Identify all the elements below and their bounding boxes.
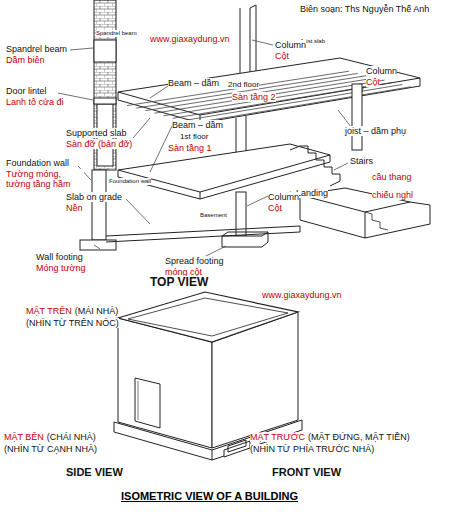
- part-label: Foundation wall: [109, 178, 151, 185]
- part-label: 1st floor: [180, 132, 208, 141]
- part-label: joist – dầm phụ: [345, 126, 406, 136]
- part-label: Basement: [200, 212, 227, 219]
- part-label: (NHÌN TỪ CẠNH NHÀ): [4, 444, 97, 454]
- part-label: Slab on grade: [66, 192, 122, 202]
- part-label: cầu thang: [372, 172, 412, 182]
- part-label: Supported slab: [66, 128, 127, 138]
- part-label: Column: [275, 40, 306, 50]
- joist-line: [127, 71, 349, 105]
- part-label: www.giaxaydung.vn: [150, 34, 230, 44]
- part-label: Tường móng, tường tầng hầm: [6, 169, 84, 190]
- part-label: Column: [366, 66, 397, 76]
- part-label: Wall footing: [36, 252, 83, 262]
- part-label: Beam – dầm: [172, 120, 223, 130]
- part-label: (NHÌN TỪ PHÍA TRƯỚC NHÀ): [250, 444, 374, 454]
- part-label: Stairs: [350, 156, 373, 166]
- joist-line: [145, 76, 366, 111]
- joist-line: [182, 85, 402, 121]
- part-label: TOP VIEW: [150, 276, 208, 290]
- part-label: SIDE VIEW: [66, 466, 123, 479]
- joist-line: [136, 73, 358, 108]
- part-label: MẶT TRÊN: [26, 306, 72, 316]
- part-label: Cột: [268, 203, 282, 213]
- part-label: (NHÌN TỪ TRÊN NÓC): [26, 318, 119, 328]
- part-label: MẶT TRƯỚC: [250, 432, 305, 442]
- part-label: Sàn tầng 2: [232, 92, 276, 102]
- part-label: Column: [268, 192, 299, 202]
- part-label: Nền: [66, 203, 83, 213]
- part-label: Spandrel beam: [96, 30, 137, 37]
- part-label: Lanh tô cửa đi: [6, 97, 64, 107]
- part-label: Cột: [275, 51, 289, 61]
- part-label: Door lintel: [6, 86, 47, 96]
- joist-line: [154, 78, 375, 113]
- part-label: FRONT VIEW: [272, 466, 341, 479]
- part-label: Landing: [296, 188, 328, 198]
- part-label: Sàn tầng 1: [168, 143, 212, 153]
- part-label: www.giaxaydung.vn: [262, 290, 342, 300]
- part-label: 2nd floor: [228, 80, 259, 89]
- part-label: chiếu nghỉ: [372, 190, 413, 200]
- part-label: Móng tường: [36, 263, 85, 273]
- joist-line: [191, 87, 411, 124]
- figure-caption: ISOMETRIC VIEW OF A BUILDING: [121, 490, 298, 503]
- part-label: Spandrel beam: [6, 44, 67, 54]
- part-label: Biên soạn: Ths Nguyễn Thế Anh: [300, 4, 429, 14]
- part-label: (MẶT ĐỨNG, MẶT TIỀN): [308, 432, 410, 442]
- part-label: Foundation wall: [6, 158, 69, 168]
- part-label: (MÁI NHÀ): [75, 306, 119, 316]
- part-label: Cột: [366, 77, 380, 87]
- part-label: (CHÁI NHÀ): [47, 432, 96, 442]
- part-label: Spread footing: [165, 256, 224, 266]
- part-label: Sàn đỡ (bản đỡ): [66, 139, 132, 149]
- part-label: Beam – dầm: [168, 78, 219, 88]
- part-label: MẶT BÊN: [4, 432, 44, 442]
- part-label: Dầm biên: [6, 55, 45, 65]
